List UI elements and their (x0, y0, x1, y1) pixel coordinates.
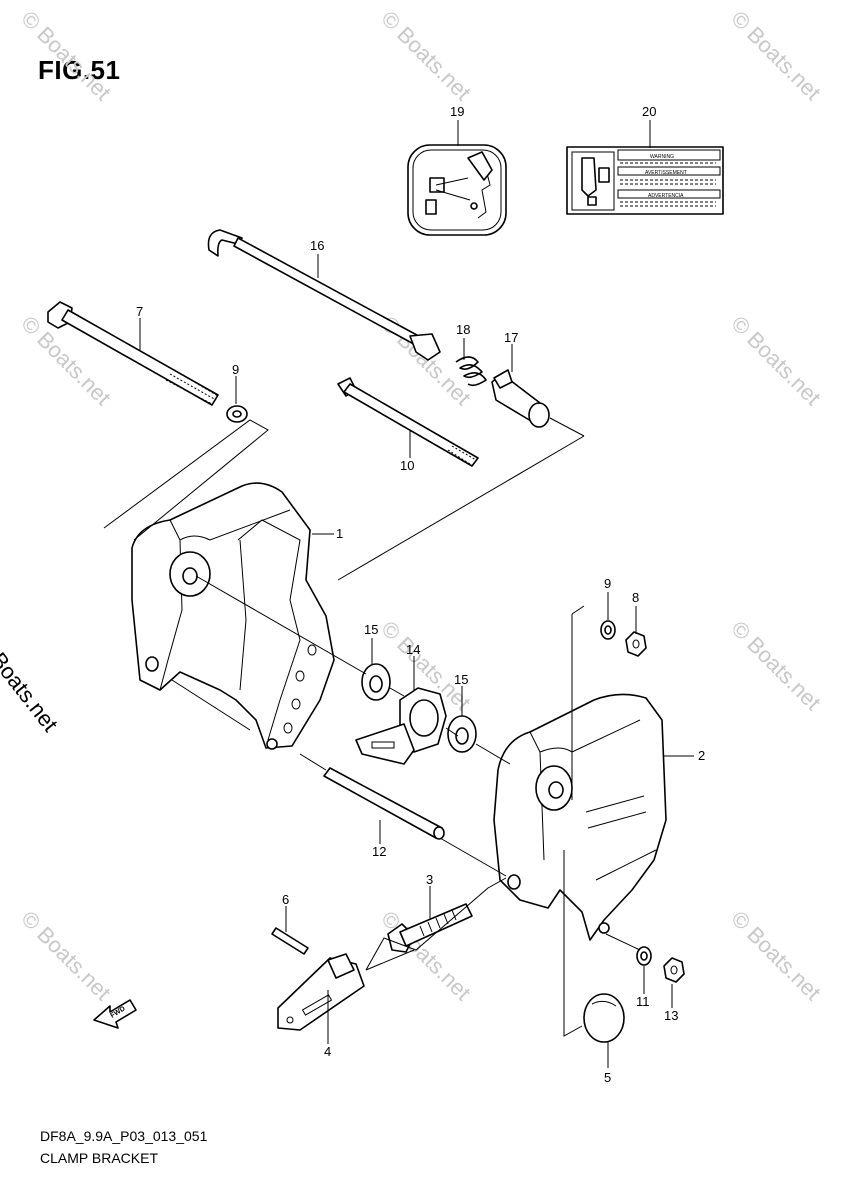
assembly-guide-lines (103, 417, 641, 1037)
part-5-cap (583, 993, 625, 1043)
part-18-spring (455, 356, 487, 387)
watermark-text: © Boats.net (726, 906, 825, 1005)
watermark-text: © Boats.net (16, 6, 115, 105)
part-15-washer (361, 663, 391, 701)
callout-17: 17 (504, 330, 518, 345)
part-7-bolt (47, 301, 219, 406)
part-4-lever (277, 953, 365, 1031)
watermark-text: © Boats.net (16, 906, 115, 1005)
callout-4: 4 (324, 1044, 331, 1059)
part-15-washer (447, 715, 477, 753)
callout-19: 19 (450, 104, 464, 119)
part-1-clamp-bracket-left (131, 482, 335, 750)
part-8-nut (625, 631, 647, 657)
figure-code: DF8A_9.9A_P03_013_051 (40, 1128, 208, 1144)
label-line-2: AVERTISSEMENT (645, 170, 687, 176)
part-19-decal (407, 144, 507, 236)
callout-numbers: 1 2 3 4 5 6 7 8 9 9 10 11 12 13 14 15 15… (136, 104, 705, 1085)
callout-15b: 15 (454, 672, 468, 687)
callout-leaders (139, 120, 694, 1068)
fwd-arrow-icon: FWD (93, 999, 137, 1029)
callout-12: 12 (372, 844, 386, 859)
callout-10: 10 (400, 458, 414, 473)
part-9-washer (226, 405, 248, 423)
label-line-3: ADVERTENCIA (648, 193, 684, 199)
callout-6: 6 (282, 892, 289, 907)
callout-9a: 9 (232, 362, 239, 377)
callout-14: 14 (406, 642, 420, 657)
figure-title: FIG.51 (38, 55, 121, 85)
callout-1: 1 (336, 526, 343, 541)
callout-20: 20 (642, 104, 656, 119)
callout-3: 3 (426, 872, 433, 887)
callout-18: 18 (456, 322, 470, 337)
part-2-clamp-bracket-right (493, 693, 667, 941)
part-9-washer (600, 620, 616, 640)
part-11-washer (636, 946, 652, 966)
part-16-tilt-rod (207, 229, 441, 361)
callout-9b: 9 (604, 576, 611, 591)
part-13-nut (663, 957, 685, 983)
watermark-text: © Boats.net (726, 6, 825, 105)
callout-15a: 15 (364, 622, 378, 637)
watermark-text: © Boats.net (16, 311, 115, 410)
watermark-text: © Boats.net (726, 311, 825, 410)
part-6-pin (271, 927, 309, 955)
callout-13: 13 (664, 1008, 678, 1023)
part-20-warning-label: WARNING AVERTISSEMENT ADVERTENCIA (566, 146, 724, 215)
callout-5: 5 (604, 1070, 611, 1085)
callout-8: 8 (632, 590, 639, 605)
callout-11: 11 (636, 994, 650, 1009)
label-line-1: WARNING (650, 154, 674, 160)
watermark-text: © Boats.net (376, 6, 475, 105)
part-3-spring (387, 903, 473, 953)
callout-16: 16 (310, 238, 324, 253)
part-12-pin (323, 767, 445, 840)
figure-name: CLAMP BRACKET (40, 1150, 158, 1166)
part-10-rod (337, 377, 479, 467)
callout-2: 2 (698, 748, 705, 763)
watermark-text: © Boats.net (726, 616, 825, 715)
callout-7: 7 (136, 304, 143, 319)
part-17-sleeve (491, 369, 550, 428)
part-14-plate (355, 687, 447, 765)
